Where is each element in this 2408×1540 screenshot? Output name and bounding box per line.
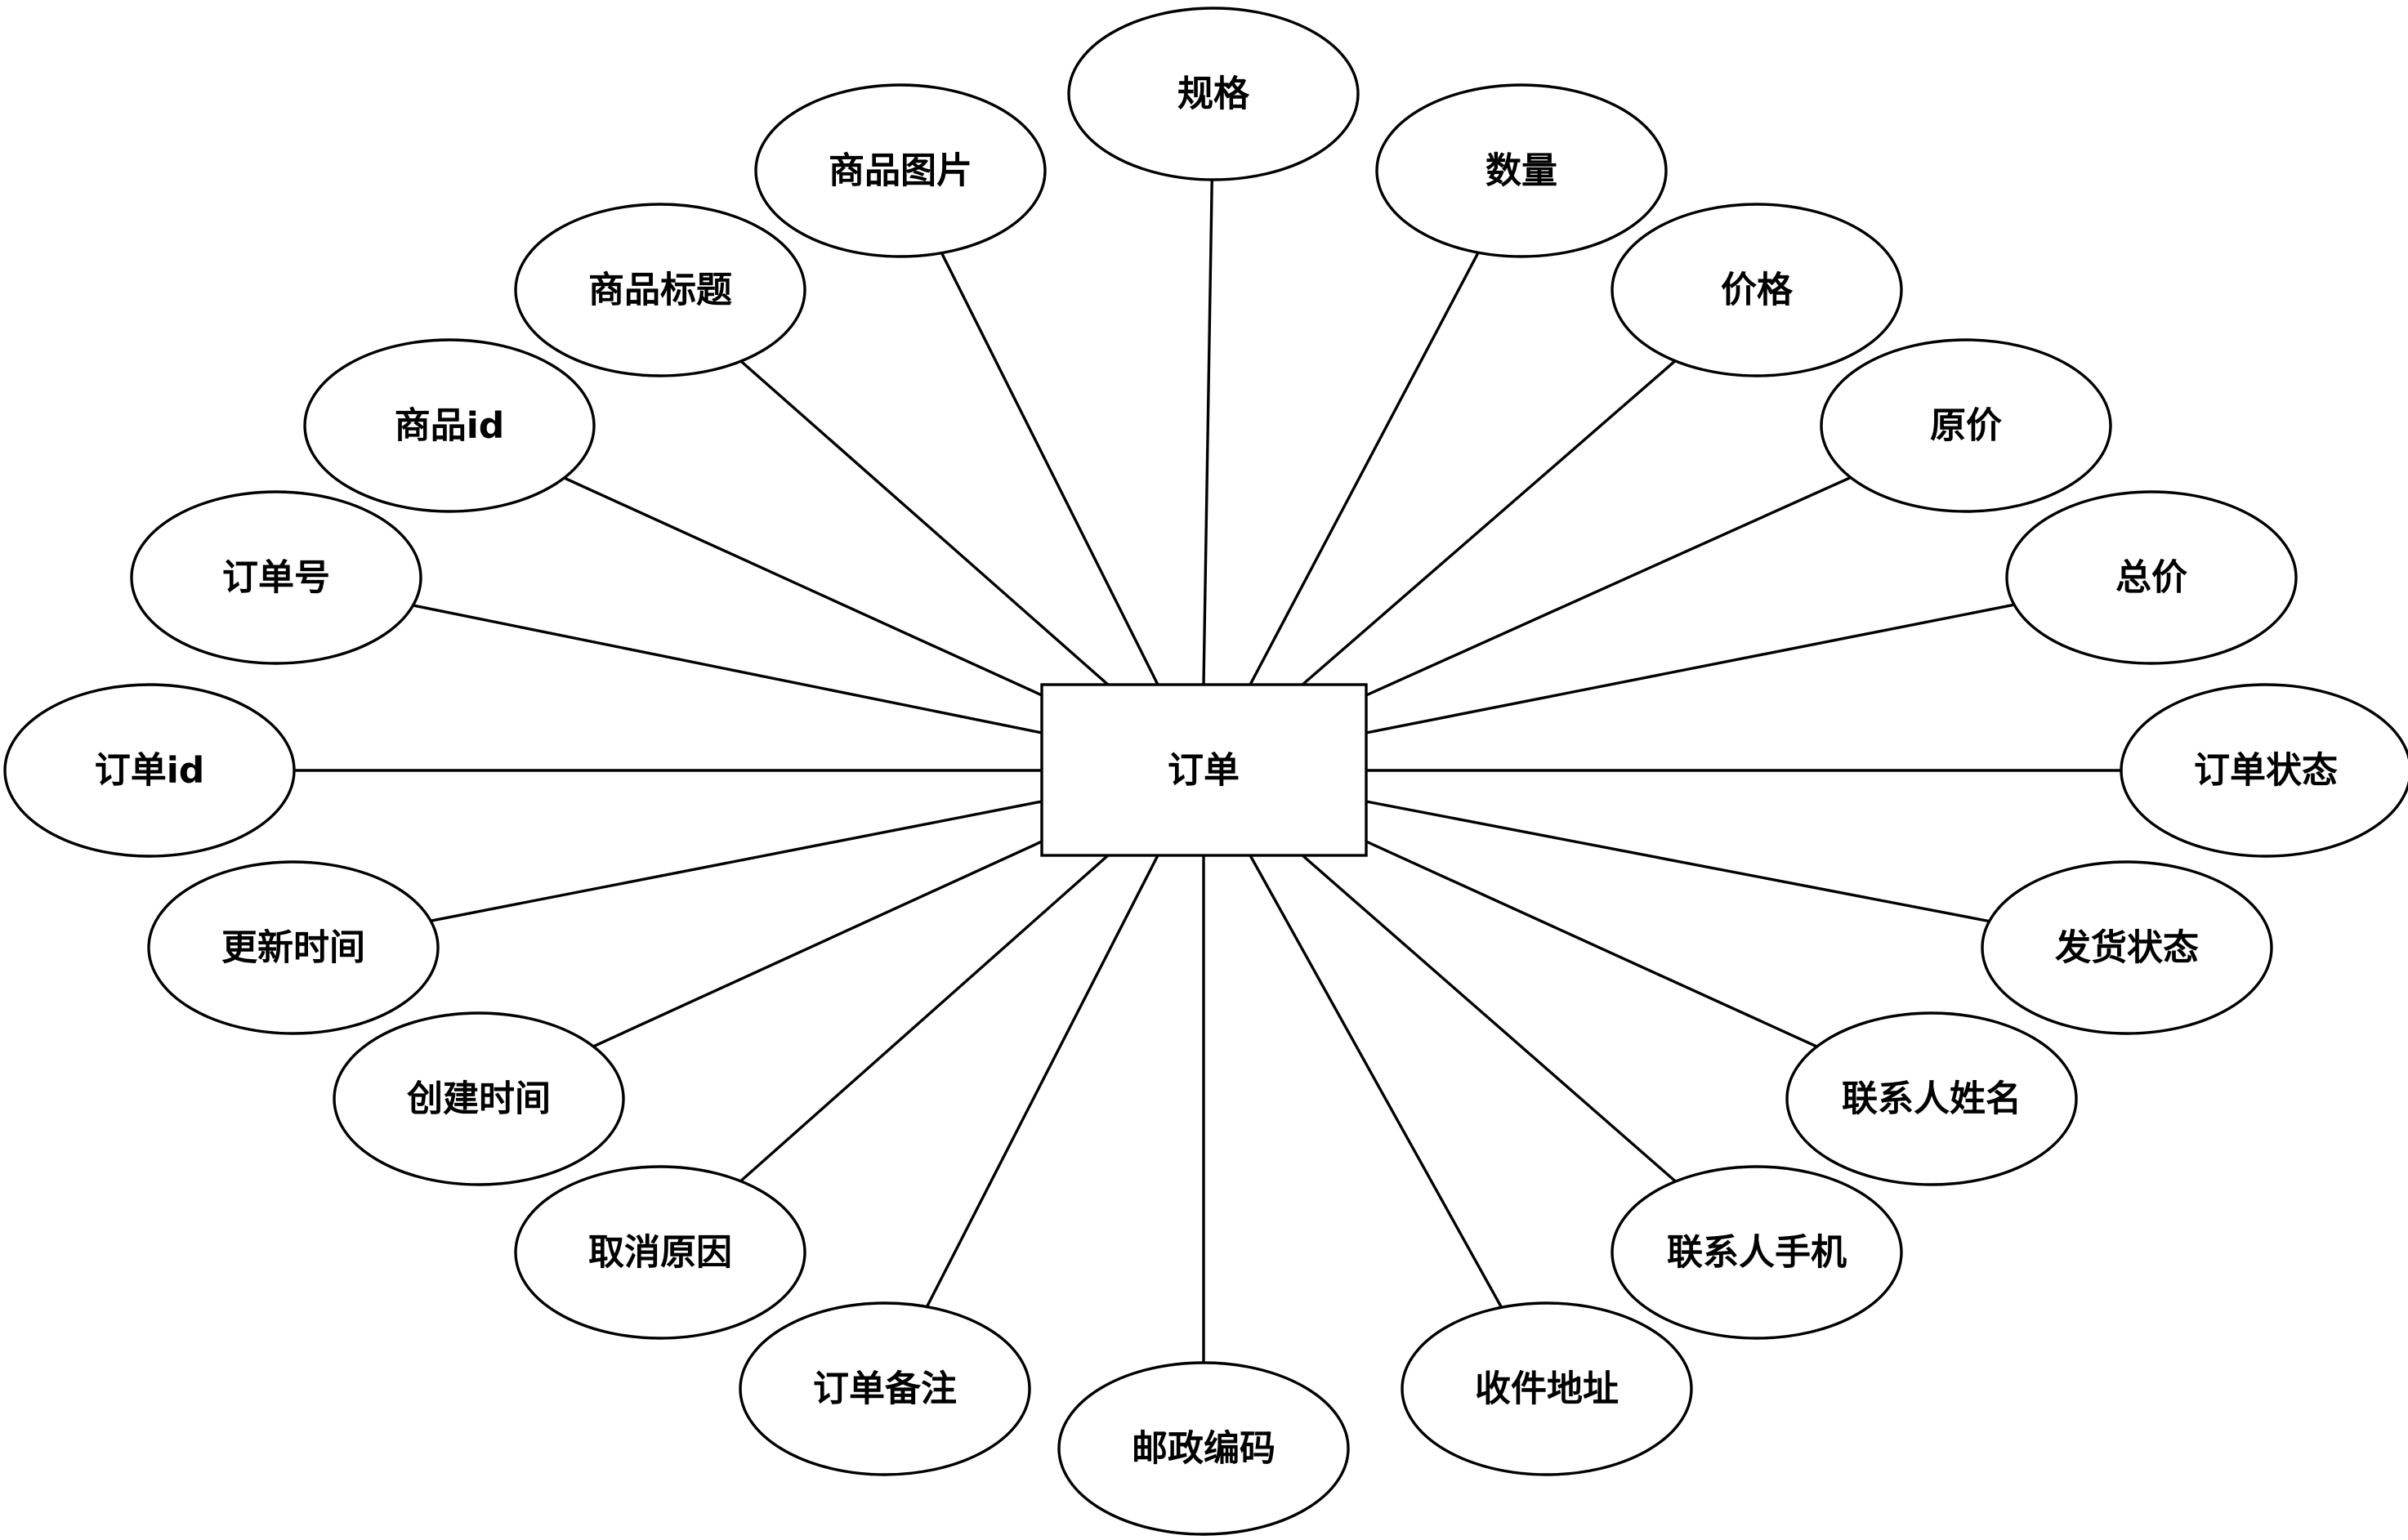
relationship-lines	[294, 179, 2121, 1363]
attribute-shipping-address: 收件地址	[1401, 1301, 1693, 1476]
attribute-ellipse	[1820, 338, 2112, 513]
attribute-label: 订单号	[222, 557, 330, 599]
attribute-label: 规格	[1177, 74, 1250, 115]
attribute-label: 发货状态	[2055, 927, 2199, 969]
attribute-ellipse	[2005, 490, 2298, 665]
edge-original-price	[1365, 475, 1852, 697]
edge-contact-phone	[1301, 854, 1677, 1183]
attribute-ellipse	[514, 203, 806, 377]
attribute-order-remark: 订单备注	[739, 1301, 1031, 1476]
entity-label: 订单	[1168, 750, 1240, 792]
attribute-ellipse	[1785, 1011, 2078, 1186]
edge-product-title	[739, 359, 1110, 686]
attribute-ellipse	[1401, 1301, 1693, 1476]
attribute-contact-name: 联系人姓名	[1785, 1011, 2078, 1186]
edge-create-time	[592, 840, 1043, 1048]
attribute-ellipse	[739, 1301, 1031, 1476]
attribute-label: 商品图片	[829, 150, 972, 192]
edge-spec	[1202, 179, 1213, 685]
edge-product-id	[563, 476, 1043, 697]
attribute-label: 订单备注	[813, 1368, 957, 1410]
attribute-ellipse	[514, 1165, 806, 1340]
attribute-ellipse	[1057, 1361, 1350, 1536]
attribute-quantity: 数量	[1375, 83, 1668, 258]
edge-shipping-status	[1365, 800, 1990, 923]
attribute-ellipse	[147, 860, 440, 1035]
attribute-label: 创建时间	[407, 1078, 551, 1120]
edge-order-remark	[925, 855, 1159, 1308]
attribute-label: 订单状态	[2194, 750, 2338, 792]
entity-order: 订单	[1040, 683, 1368, 857]
attribute-price: 价格	[1611, 203, 1903, 377]
attribute-label: 总价	[2115, 557, 2187, 599]
edge-update-time	[430, 800, 1043, 922]
attribute-label: 价格	[1721, 270, 1794, 311]
attribute-ellipse	[1611, 1165, 1903, 1340]
attribute-ellipse	[3, 683, 296, 858]
attribute-ellipse	[1375, 83, 1668, 258]
attribute-create-time: 创建时间	[333, 1011, 625, 1186]
attribute-ellipse	[130, 490, 422, 665]
attribute-ellipse	[754, 83, 1047, 258]
attribute-ellipse	[1067, 7, 1360, 181]
attribute-order-status: 订单状态	[2120, 683, 2408, 858]
attribute-contact-phone: 联系人手机	[1611, 1165, 1903, 1340]
attribute-label: 原价	[1930, 405, 2002, 447]
attribute-label: 联系人手机	[1667, 1232, 1847, 1274]
edge-cancel-reason	[739, 854, 1110, 1182]
attribute-order-no: 订单号	[130, 490, 422, 665]
attribute-label: 收件地址	[1475, 1368, 1619, 1410]
attribute-ellipse	[303, 338, 596, 513]
entity-box	[1040, 683, 1368, 857]
attribute-cancel-reason: 取消原因	[514, 1165, 806, 1340]
attribute-ellipse	[1981, 860, 2273, 1035]
attribute-original-price: 原价	[1820, 338, 2112, 513]
attribute-product-title: 商品标题	[514, 203, 806, 377]
attribute-spec: 规格	[1067, 7, 1360, 181]
edge-shipping-address	[1249, 855, 1503, 1309]
attribute-label: 商品标题	[588, 270, 732, 311]
attribute-ellipse	[2120, 683, 2408, 858]
attribute-postal-code: 邮政编码	[1057, 1361, 1350, 1536]
attribute-update-time: 更新时间	[147, 860, 440, 1035]
attribute-label: 取消原因	[588, 1232, 732, 1274]
attribute-label: 商品id	[395, 405, 505, 447]
attribute-product-id: 商品id	[303, 338, 596, 513]
attribute-ellipse	[1611, 203, 1903, 377]
attribute-product-image: 商品图片	[754, 83, 1047, 258]
attribute-ellipse	[333, 1011, 625, 1186]
attribute-shipping-status: 发货状态	[1981, 860, 2273, 1035]
attribute-total-price: 总价	[2005, 490, 2298, 665]
attribute-label: 联系人姓名	[1842, 1078, 2022, 1120]
attribute-label: 邮政编码	[1132, 1428, 1275, 1470]
attribute-order-id: 订单id	[3, 683, 296, 858]
attribute-label: 订单id	[95, 750, 205, 792]
edge-quantity	[1249, 252, 1480, 685]
edge-contact-name	[1365, 840, 1818, 1048]
attribute-label: 数量	[1485, 150, 1557, 192]
attribute-label: 更新时间	[221, 927, 365, 969]
edge-product-image	[940, 252, 1159, 685]
edge-total-price	[1365, 603, 2015, 734]
edge-order-no	[413, 604, 1043, 734]
edge-price	[1301, 359, 1677, 686]
